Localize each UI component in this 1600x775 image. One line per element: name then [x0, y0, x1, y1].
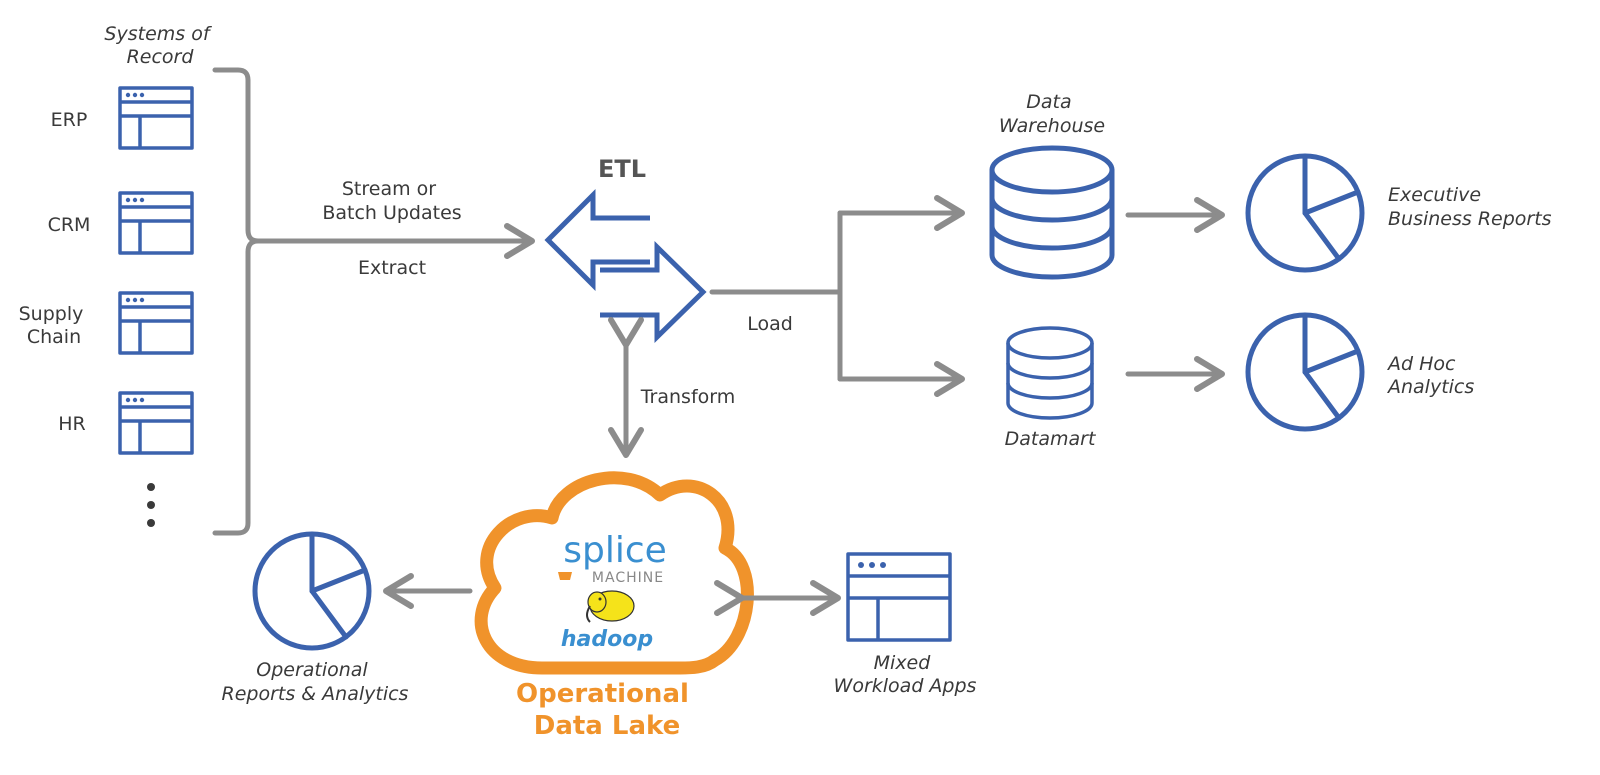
splice-logo-text: splice	[563, 530, 667, 571]
bidirectional-arrows-icon	[544, 188, 707, 343]
app-window-icon	[118, 86, 194, 150]
hadoop-elephant-icon	[586, 590, 635, 623]
ops-reports-label: Operational Reports & Analytics	[222, 659, 409, 705]
adhoc-analytics-label: Ad Hoc Analytics	[1386, 353, 1474, 398]
splice-logo-mark	[558, 572, 572, 580]
source-label-supply-chain: Supply Chain	[19, 303, 90, 348]
load-label: Load	[747, 313, 793, 335]
app-window-icon	[118, 191, 194, 255]
pie-chart-icon	[1248, 156, 1362, 270]
source-label-crm: CRM	[48, 214, 91, 236]
cloud-icon	[474, 471, 754, 675]
app-window-icon	[118, 391, 194, 455]
operational-data-lake-title: Operational Data Lake	[516, 679, 698, 741]
transform-label: Transform	[640, 386, 736, 408]
machine-logo-text: MACHINE	[592, 570, 664, 586]
source-label-erp: ERP	[51, 109, 88, 131]
mixed-workload-label: Mixed Workload Apps	[834, 652, 977, 697]
pie-chart-icon	[1248, 315, 1362, 429]
datamart-label: Datamart	[1005, 428, 1097, 450]
pie-chart-icon	[255, 534, 369, 648]
executive-reports-label: Executive Business Reports	[1388, 184, 1552, 230]
hadoop-logo-text: hadoop	[561, 627, 653, 652]
source-label-hr: HR	[58, 413, 86, 435]
stream-batch-label: Stream or Batch Updates	[322, 178, 461, 224]
app-window-icon	[846, 552, 952, 642]
database-icon	[1006, 326, 1094, 420]
app-window-icon	[118, 291, 194, 355]
sources-bracket	[212, 67, 261, 536]
etl-title: ETL	[598, 155, 646, 183]
systems-of-record-title: Systems of Record	[104, 23, 215, 68]
extract-label: Extract	[358, 257, 426, 279]
database-icon	[989, 145, 1115, 280]
warehouse-label: Data Warehouse	[999, 91, 1105, 137]
vertical-ellipsis-icon	[147, 483, 155, 527]
